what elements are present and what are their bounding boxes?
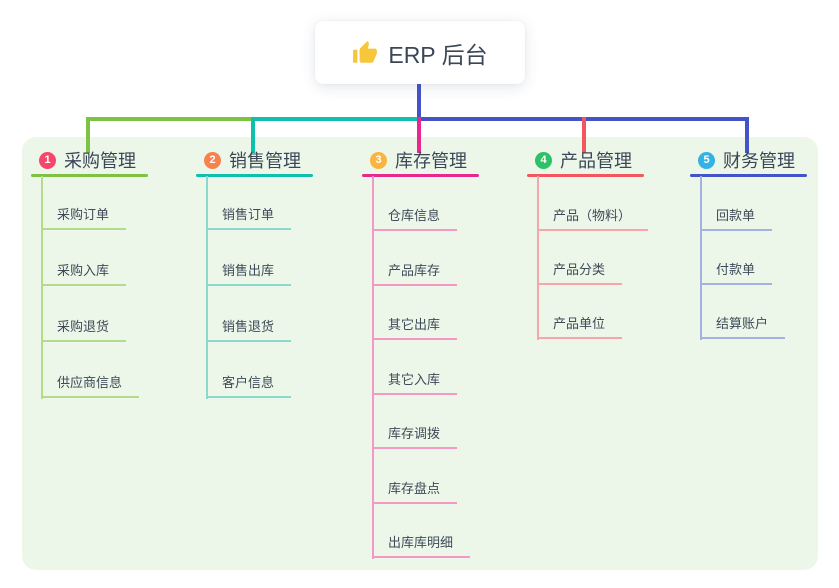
branch-underline: [690, 174, 807, 177]
branch-label: 销售管理: [229, 151, 301, 171]
root-node[interactable]: ERP 后台: [315, 21, 525, 84]
branch-trunk-line: [537, 176, 539, 340]
branch-number-badge: 2: [204, 151, 221, 169]
branch-trunk-line: [206, 176, 208, 399]
thumbs-up-icon: [352, 40, 378, 66]
branch-inventory: 3 库存管理 仓库信息 产品库存 其它出库 其它入库 库存调拨 库存盘点 出库库…: [362, 0, 542, 588]
leaf-node[interactable]: 产品（物料）: [537, 207, 649, 231]
branch-node-product[interactable]: 4 产品管理: [535, 148, 632, 172]
branch-finance: 5 财务管理 回款单 付款单 结算账户: [690, 0, 839, 588]
branch-trunk-line: [372, 176, 374, 559]
leaf-node[interactable]: 销售订单: [206, 206, 292, 230]
branch-number-badge: 4: [535, 151, 552, 169]
bus-line-purchase: [86, 117, 251, 121]
leaf-node[interactable]: 产品库存: [372, 262, 458, 286]
branch-trunk-line: [700, 176, 702, 340]
leaf-node[interactable]: 出库库明细: [372, 534, 471, 558]
branch-number-badge: 1: [39, 151, 56, 169]
branch-product: 4 产品管理 产品（物料） 产品分类 产品单位: [527, 0, 707, 588]
branch-underline: [527, 174, 644, 177]
branch-sales: 2 销售管理 销售订单 销售出库 销售退货 客户信息: [196, 0, 376, 588]
root-label: ERP 后台: [388, 41, 488, 68]
branch-number-badge: 5: [698, 151, 715, 169]
leaf-node[interactable]: 供应商信息: [41, 374, 140, 398]
branch-node-inventory[interactable]: 3 库存管理: [370, 148, 467, 172]
branch-label: 采购管理: [64, 151, 136, 171]
branches-panel: [22, 137, 818, 570]
branch-drop-line: [251, 117, 255, 153]
leaf-node[interactable]: 采购退货: [41, 318, 127, 342]
branch-underline: [31, 174, 148, 177]
leaf-node[interactable]: 销售出库: [206, 262, 292, 286]
leaf-node[interactable]: 回款单: [700, 207, 773, 231]
branch-underline: [196, 174, 313, 177]
leaf-node[interactable]: 付款单: [700, 261, 773, 285]
leaf-node[interactable]: 仓库信息: [372, 207, 458, 231]
branch-drop-line: [582, 117, 586, 153]
bus-line-sales: [251, 117, 417, 121]
branch-label: 库存管理: [395, 151, 467, 171]
leaf-node[interactable]: 库存盘点: [372, 480, 458, 504]
leaf-node[interactable]: 库存调拨: [372, 425, 458, 449]
leaf-node[interactable]: 销售退货: [206, 318, 292, 342]
branch-trunk-line: [41, 176, 43, 399]
branch-node-purchase[interactable]: 1 采购管理: [39, 148, 136, 172]
leaf-node[interactable]: 采购订单: [41, 206, 127, 230]
branch-label: 产品管理: [560, 151, 632, 171]
branch-node-sales[interactable]: 2 销售管理: [204, 148, 301, 172]
branch-purchase: 1 采购管理 采购订单 采购入库 采购退货 供应商信息: [31, 0, 211, 588]
leaf-node[interactable]: 其它入库: [372, 371, 458, 395]
branch-underline: [362, 174, 479, 177]
branch-node-finance[interactable]: 5 财务管理: [698, 148, 795, 172]
branch-drop-line: [745, 117, 749, 153]
leaf-node[interactable]: 结算账户: [700, 315, 786, 339]
branch-label: 财务管理: [723, 151, 795, 171]
leaf-node[interactable]: 客户信息: [206, 374, 292, 398]
leaf-node[interactable]: 采购入库: [41, 262, 127, 286]
branch-number-badge: 3: [370, 151, 387, 169]
root-connector-line: [417, 84, 421, 121]
branch-drop-line: [417, 117, 421, 153]
branch-drop-line: [86, 117, 90, 153]
leaf-node[interactable]: 其它出库: [372, 316, 458, 340]
leaf-node[interactable]: 产品单位: [537, 315, 623, 339]
leaf-node[interactable]: 产品分类: [537, 261, 623, 285]
